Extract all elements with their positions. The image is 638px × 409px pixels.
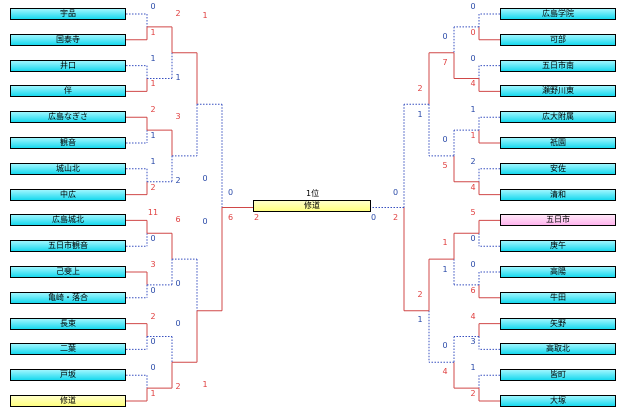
score: 1	[150, 156, 156, 166]
team-box[interactable]: 観音	[10, 137, 126, 149]
team-box[interactable]: 五日市	[500, 214, 616, 227]
team-box[interactable]: 修道	[10, 395, 126, 407]
score: 0	[202, 217, 208, 227]
team-box[interactable]: 五日市観音	[10, 240, 126, 253]
score: 2	[470, 389, 476, 398]
team-box[interactable]: 大塚	[500, 395, 616, 407]
score: 0	[470, 234, 476, 244]
score: 1	[175, 72, 181, 82]
score: 2	[150, 311, 156, 321]
score: 7	[442, 58, 448, 67]
score: 3	[150, 260, 156, 269]
score: 1	[202, 10, 208, 20]
score: 4	[470, 311, 476, 321]
team-box[interactable]: 広島城北	[10, 214, 126, 227]
score: 1	[150, 53, 156, 63]
score: 6	[175, 215, 181, 225]
score: 1	[150, 389, 156, 398]
score: 2	[470, 156, 476, 166]
score: 0	[175, 278, 181, 288]
team-box[interactable]: 広島なぎさ	[10, 111, 126, 124]
team-box[interactable]: 皆町	[500, 369, 616, 382]
score: 3	[470, 337, 476, 347]
right-semi-win-score: 2	[393, 213, 399, 222]
team-box[interactable]: 国泰寺	[10, 33, 126, 46]
score: 4	[470, 182, 476, 192]
score: 6	[470, 285, 476, 295]
score: 0	[150, 234, 156, 244]
champion-box[interactable]: 修道	[253, 200, 371, 212]
score: 1	[470, 363, 476, 373]
team-box[interactable]: 城山北	[10, 162, 126, 175]
right-semi-lose-score: 0	[393, 188, 399, 197]
left-semi-lose-score: 0	[228, 188, 234, 197]
score: 1	[417, 315, 423, 324]
score: 0	[442, 341, 448, 350]
team-box[interactable]: 可部	[500, 33, 616, 46]
team-box[interactable]: 宇品	[10, 8, 126, 20]
score: 0	[442, 135, 448, 144]
score: 0	[470, 27, 476, 37]
score: 0	[150, 363, 156, 373]
final-rank-label: 1位	[306, 189, 320, 198]
score: 1	[442, 265, 448, 274]
team-box[interactable]: 瀬野川東	[500, 85, 616, 98]
score: 0	[150, 337, 156, 347]
team-box[interactable]: 亀崎・落合	[10, 291, 126, 304]
score: 11	[147, 208, 159, 218]
score: 2	[175, 175, 181, 185]
team-box[interactable]: 広大附属	[500, 111, 616, 124]
team-box[interactable]: 己斐上	[10, 266, 126, 278]
final-right-score: 0	[371, 213, 377, 222]
score: 2	[417, 290, 423, 299]
team-box[interactable]: 庚午	[500, 240, 616, 253]
team-box[interactable]: 矢野	[500, 317, 616, 330]
score: 1	[442, 238, 448, 247]
score: 1	[150, 27, 156, 37]
score: 1	[150, 131, 156, 140]
score: 0	[150, 285, 156, 295]
score: 3	[175, 112, 181, 122]
team-box[interactable]: 五日市南	[500, 59, 616, 72]
score: 0	[150, 2, 156, 11]
team-box[interactable]: 広島学院	[500, 8, 616, 20]
score: 5	[470, 208, 476, 218]
score: 2	[417, 84, 423, 93]
final-left-score: 2	[254, 213, 260, 222]
score: 0	[442, 32, 448, 41]
score: 0	[470, 53, 476, 63]
score: 1	[202, 380, 208, 390]
team-box[interactable]: 牛田	[500, 291, 616, 304]
score: 4	[470, 79, 476, 89]
score: 5	[442, 161, 448, 170]
team-box[interactable]: 二葉	[10, 343, 126, 356]
score: 0	[470, 2, 476, 11]
score: 2	[175, 8, 181, 18]
score: 2	[150, 105, 156, 115]
team-box[interactable]: 長束	[10, 317, 126, 330]
score: 2	[175, 382, 181, 392]
score: 1	[417, 110, 423, 119]
team-box[interactable]: 中広	[10, 188, 126, 201]
score: 0	[470, 260, 476, 269]
score: 1	[150, 79, 156, 89]
score: 2	[150, 182, 156, 192]
team-box[interactable]: 安佐	[500, 162, 616, 175]
team-box[interactable]: 井口	[10, 59, 126, 72]
team-box[interactable]: 清和	[500, 188, 616, 201]
team-box[interactable]: 戸坂	[10, 369, 126, 382]
score: 1	[470, 105, 476, 115]
team-box[interactable]: 高陽	[500, 266, 616, 278]
score: 1	[470, 131, 476, 140]
left-semi-win-score: 6	[228, 213, 234, 222]
team-box[interactable]: 祇園	[500, 137, 616, 149]
score: 0	[175, 318, 181, 328]
score: 4	[442, 367, 448, 376]
team-box[interactable]: 高取北	[500, 343, 616, 356]
team-box[interactable]: 伴	[10, 85, 126, 98]
score: 0	[202, 173, 208, 183]
